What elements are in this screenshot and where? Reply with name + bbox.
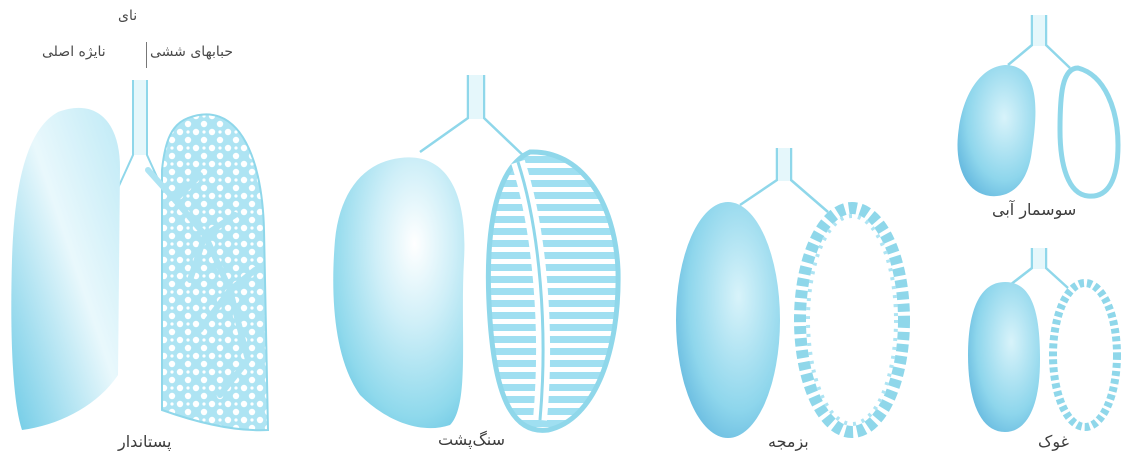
lizard-left-lung [676,202,780,438]
label-divider [146,42,147,68]
trachea-label: نای [118,8,137,24]
salamander-lungs [957,15,1118,196]
bronchus-label: نایژه اصلی [42,44,106,60]
caption-frog: غوک [1038,432,1069,451]
alveoli-label: حبابهای ششی [150,44,233,60]
mammal-left-lung [11,108,120,430]
caption-salamander: سوسمار آبی [992,200,1076,219]
frog-lungs [968,248,1117,432]
caption-mammal: پستاندار [118,432,171,451]
caption-lizard: بزمجه [768,432,809,451]
frog-right-lung [1053,283,1117,427]
turtle-left-lung [333,157,464,428]
lizard-right-lung [800,208,904,432]
turtle-lungs [333,75,618,430]
lizard-lungs [676,148,904,438]
mammal-lungs [11,80,268,430]
salamander-right-lung [1060,68,1118,196]
salamander-left-lung [957,65,1035,196]
frog-left-lung [968,282,1040,432]
turtle-right-lung [488,152,618,430]
caption-turtle: سنگ‌پشت [438,430,505,449]
